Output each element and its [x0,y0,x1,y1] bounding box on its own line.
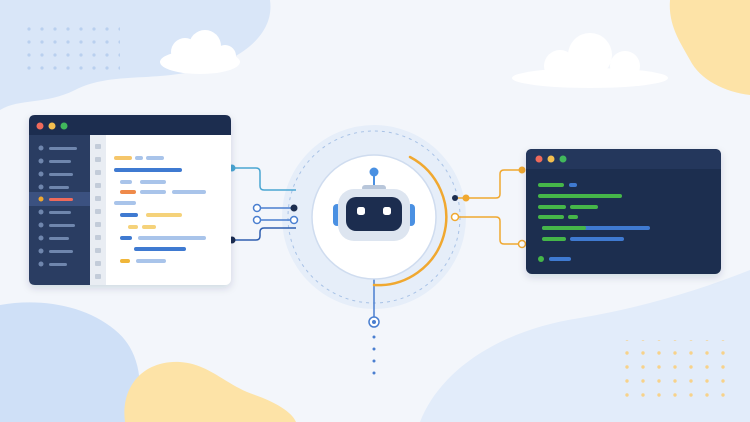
terminal-lines [538,183,650,262]
editor-sidebar [29,135,90,285]
sidebar-items [38,145,77,267]
window-dot-green [60,122,68,130]
blob-top-right [669,0,750,95]
dot-grid-top-left [20,25,120,70]
editor-titlebar [29,115,231,135]
blob-bottom-left-blue [0,302,140,422]
code-lines [114,156,206,263]
blob-bottom-left-yellow [124,361,296,422]
terminal-titlebar [526,149,721,169]
terminal-window [526,149,721,274]
gutter-marks [95,144,101,279]
window-dot-red [36,122,44,130]
cloud-icon [512,33,668,88]
robot-icon [333,167,415,241]
progress-arc [372,155,448,287]
terminal-prompt [538,256,544,262]
window-dot-yellow [48,122,56,130]
window-dot-green [559,155,567,163]
connectors-left [232,167,296,241]
dot-grid-bottom-right [625,340,730,400]
cloud-icon [160,30,240,74]
window-dot-red [535,155,543,163]
connector-bottom [368,275,380,375]
connector-nodes-right [450,166,527,249]
window-dot-yellow [547,155,555,163]
